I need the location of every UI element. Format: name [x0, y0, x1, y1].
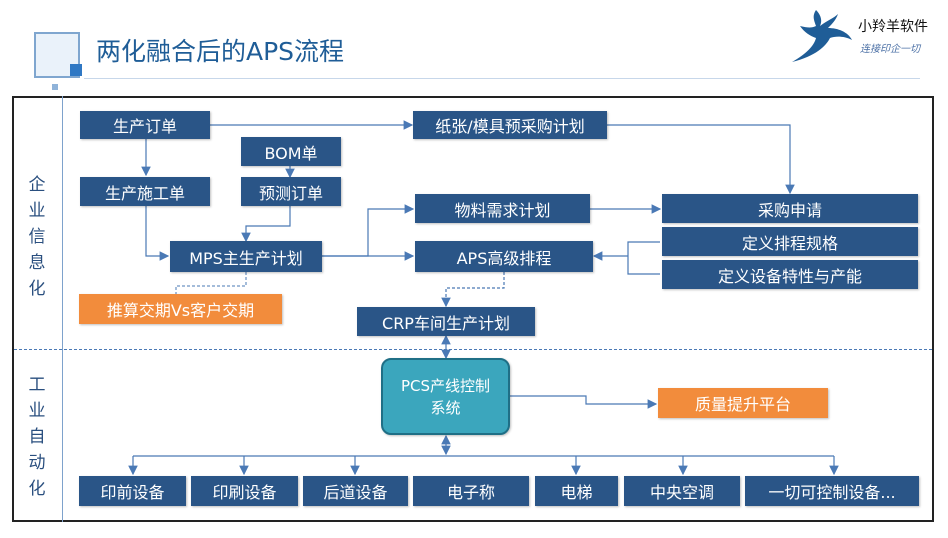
device-elevator: 电梯 [535, 476, 618, 506]
label-char: 息 [28, 253, 46, 273]
label-char: 化 [28, 479, 46, 499]
node-work-order: 生产施工单 [80, 177, 210, 206]
node-paper-mold-prepurchase: 纸张/模具预采购计划 [413, 111, 607, 139]
device-central-ac: 中央空调 [624, 476, 740, 506]
label-char: 信 [28, 227, 46, 247]
title-underline [84, 78, 920, 79]
title-deco-dot [52, 84, 58, 90]
section-label-industrial-automation: 工 业 自 动 化 [22, 372, 52, 502]
label-char: 企 [28, 175, 46, 195]
device-all-controllable: 一切可控制设备... [745, 476, 919, 506]
section-label-enterprise-informatization: 企 业 信 息 化 [22, 172, 52, 302]
node-define-device-capability: 定义设备特性与产能 [662, 260, 918, 289]
title-deco-square [34, 32, 80, 78]
node-delivery-calc: 推算交期Vs客户交期 [79, 294, 282, 324]
node-quality-platform: 质量提升平台 [658, 388, 828, 418]
logo-name: 小羚羊软件 [858, 19, 928, 35]
node-aps: APS高级排程 [415, 241, 593, 272]
node-production-order: 生产订单 [80, 111, 210, 139]
node-pcs-control-system: PCS产线控制 系统 [381, 358, 510, 435]
section-divider-horizontal [14, 349, 932, 350]
section-divider-vertical [62, 96, 63, 522]
diagram-frame [12, 96, 934, 522]
antelope-logo-icon [792, 10, 852, 62]
logo-slogan: 连接印企一切 [860, 44, 920, 55]
label-char: 自 [28, 427, 46, 447]
label-char: 动 [28, 453, 46, 473]
pcs-label-line1: PCS产线控制 [400, 376, 491, 395]
device-press: 印刷设备 [191, 476, 298, 506]
label-char: 化 [28, 279, 46, 299]
node-crp: CRP车间生产计划 [357, 307, 535, 336]
device-postpress: 后道设备 [303, 476, 408, 506]
page-title: 两化融合后的APS流程 [96, 37, 345, 66]
node-define-schedule-rule: 定义排程规格 [662, 227, 918, 256]
pcs-label-line2: 系统 [430, 398, 461, 417]
node-mps: MPS主生产计划 [170, 241, 322, 272]
title-deco-square-small [70, 64, 82, 76]
label-char: 业 [28, 201, 46, 221]
device-scale: 电子称 [413, 476, 529, 506]
label-char: 工 [28, 375, 46, 395]
node-bom: BOM单 [241, 137, 341, 166]
label-char: 业 [28, 401, 46, 421]
node-forecast-order: 预测订单 [241, 177, 341, 206]
node-material-requirement-plan: 物料需求计划 [415, 194, 590, 223]
node-purchase-request: 采购申请 [662, 194, 918, 223]
device-prepress: 印前设备 [79, 476, 186, 506]
